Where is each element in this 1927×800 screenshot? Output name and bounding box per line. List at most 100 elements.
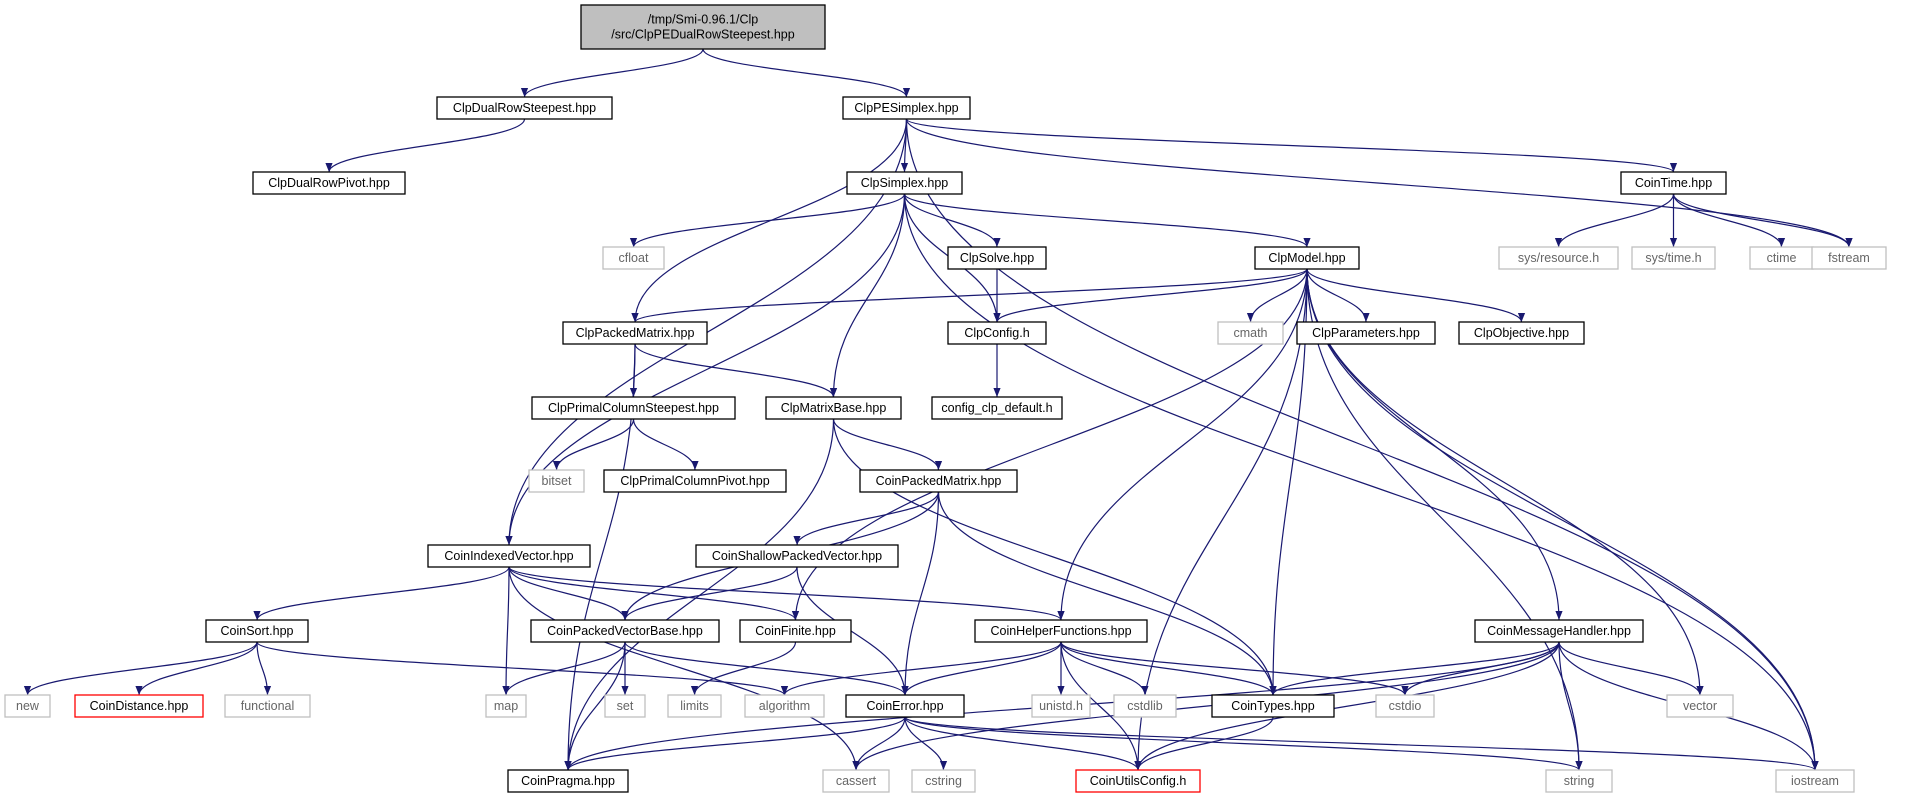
node-CoinSort[interactable]: CoinSort.hpp [205,619,309,643]
node-ClpModel[interactable]: ClpModel.hpp [1254,246,1360,270]
edge-CoinSort-to-functional [256,641,272,696]
node-fstream: fstream [1811,246,1887,270]
node-box-CoinHelperFunctions [974,619,1148,643]
node-cfloat: cfloat [602,246,665,270]
node-label-vector: vector [1683,699,1717,713]
node-ClpDualRowSteepest[interactable]: ClpDualRowSteepest.hpp [436,96,613,120]
node-CoinFinite[interactable]: CoinFinite.hpp [739,619,852,643]
node-label-CoinMessageHandler: CoinMessageHandler.hpp [1487,624,1631,638]
node-ClpPrimalColumnSteepest[interactable]: ClpPrimalColumnSteepest.hpp [531,396,736,420]
node-cmath: cmath [1217,321,1284,345]
node-CoinDistance[interactable]: CoinDistance.hpp [74,694,204,718]
node-box-new [4,694,51,718]
node-cstdlib: cstdlib [1113,694,1177,718]
edge-CoinTime-to-fstream [1672,193,1853,248]
node-iostream: iostream [1775,769,1855,793]
node-ClpPESimplex[interactable]: ClpPESimplex.hpp [842,96,971,120]
node-box-sys_resource [1498,246,1619,270]
node-box-CoinFinite [739,619,852,643]
node-label-cstdio: cstdio [1389,699,1422,713]
node-label-CoinHelperFunctions: CoinHelperFunctions.hpp [990,624,1131,638]
node-CoinIndexedVector[interactable]: CoinIndexedVector.hpp [427,544,591,568]
node-CoinMessageHandler[interactable]: CoinMessageHandler.hpp [1474,619,1644,643]
edge-CoinSort-to-algorithm [256,641,788,696]
node-box-CoinShallowPackedVector [695,544,899,568]
node-label-CoinDistance: CoinDistance.hpp [90,699,189,713]
node-box-string [1545,769,1613,793]
node-ClpConfig[interactable]: ClpConfig.h [947,321,1047,345]
node-box-CoinDistance [74,694,204,718]
node-box-ClpDualRowPivot [252,171,406,195]
node-CoinPackedMatrix[interactable]: CoinPackedMatrix.hpp [859,469,1018,493]
node-label-limits: limits [680,699,708,713]
node-label-unistd: unistd.h [1039,699,1083,713]
node-ctime: ctime [1749,246,1814,270]
node-box-CoinPackedVectorBase [530,619,720,643]
node-label-ClpConfig: ClpConfig.h [964,326,1029,340]
node-CoinError[interactable]: CoinError.hpp [845,694,965,718]
node-box-ClpObjective [1458,321,1585,345]
node-ClpSimplex[interactable]: ClpSimplex.hpp [846,171,963,195]
node-box-unistd [1031,694,1091,718]
node-ClpSolve[interactable]: ClpSolve.hpp [947,246,1047,270]
edge-ClpModel-to-iostream [1306,268,1819,771]
node-root[interactable]: /tmp/Smi-0.96.1/Clp/src/ClpPEDualRowStee… [580,4,826,50]
edge-CoinMessageHandler-to-cassert [852,641,1560,771]
node-CoinPackedVectorBase[interactable]: CoinPackedVectorBase.hpp [530,619,720,643]
node-ClpObjective[interactable]: ClpObjective.hpp [1458,321,1585,345]
node-unistd: unistd.h [1031,694,1091,718]
node-label-ClpPESimplex: ClpPESimplex.hpp [854,101,958,115]
node-box-CoinPackedMatrix [859,469,1018,493]
node-CoinTypes[interactable]: CoinTypes.hpp [1211,694,1335,718]
node-box-root [580,4,826,50]
edge-CoinTime-to-ctime [1672,193,1786,248]
edge-ClpSimplex-to-ClpModel [903,193,1311,248]
edge-CoinPackedMatrix-to-CoinShallowPackedVector [793,491,940,546]
node-box-set [604,694,646,718]
node-box-ClpParameters [1296,321,1436,345]
edge-CoinPackedVectorBase-to-CoinError [624,641,909,696]
node-ClpDualRowPivot[interactable]: ClpDualRowPivot.hpp [252,171,406,195]
edge-CoinIndexedVector-to-CoinPackedVectorBase [508,566,629,621]
node-CoinPragma[interactable]: CoinPragma.hpp [507,769,629,793]
node-config_clp_default[interactable]: config_clp_default.h [931,396,1063,420]
edge-CoinIndexedVector-to-CoinSort [253,566,510,621]
node-box-sys_time [1631,246,1716,270]
node-CoinShallowPackedVector[interactable]: CoinShallowPackedVector.hpp [695,544,899,568]
node-box-ClpPESimplex [842,96,971,120]
edge-CoinSort-to-CoinDistance [135,641,258,696]
node-box-cmath [1217,321,1284,345]
edge-CoinHelperFunctions-to-CoinUtilsConfig [1060,641,1142,771]
node-box-iostream [1775,769,1855,793]
edge-ClpMatrixBase-to-CoinPackedMatrix [832,418,943,471]
node-box-CoinError [845,694,965,718]
edge-ClpSimplex-to-iostream [903,193,1819,771]
edge-CoinIndexedVector-to-CoinFinite [508,566,799,621]
node-ClpPackedMatrix[interactable]: ClpPackedMatrix.hpp [562,321,708,345]
node-ClpMatrixBase[interactable]: ClpMatrixBase.hpp [765,396,902,420]
node-label-CoinSort: CoinSort.hpp [221,624,294,638]
node-CoinUtilsConfig[interactable]: CoinUtilsConfig.h [1075,769,1201,793]
node-cstdio: cstdio [1375,694,1435,718]
node-box-ClpPrimalColumnSteepest [531,396,736,420]
node-label-CoinShallowPackedVector: CoinShallowPackedVector.hpp [712,549,882,563]
node-ClpPrimalColumnPivot[interactable]: ClpPrimalColumnPivot.hpp [603,469,787,493]
header-nodes: /tmp/Smi-0.96.1/Clp/src/ClpPEDualRowStee… [4,4,1887,793]
node-CoinTime[interactable]: CoinTime.hpp [1620,171,1727,195]
edge-CoinPackedMatrix-to-CoinTypes [937,491,1277,696]
edge-root-to-ClpDualRowSteepest [520,48,704,98]
edge-CoinSort-to-new [23,641,258,696]
node-box-ClpPrimalColumnPivot [603,469,787,493]
node-ClpParameters[interactable]: ClpParameters.hpp [1296,321,1436,345]
node-label-CoinError: CoinError.hpp [866,699,943,713]
edge-ClpPackedMatrix-to-ClpMatrixBase [634,343,838,398]
node-label-cmath: cmath [1233,326,1267,340]
node-box-cstdlib [1113,694,1177,718]
node-box-vector [1666,694,1734,718]
node-label-CoinTypes: CoinTypes.hpp [1231,699,1314,713]
edge-ClpPESimplex-to-iostream [905,118,1819,771]
edge-CoinError-to-cstring [904,716,948,771]
node-CoinHelperFunctions[interactable]: CoinHelperFunctions.hpp [974,619,1148,643]
node-box-ClpSimplex [846,171,963,195]
